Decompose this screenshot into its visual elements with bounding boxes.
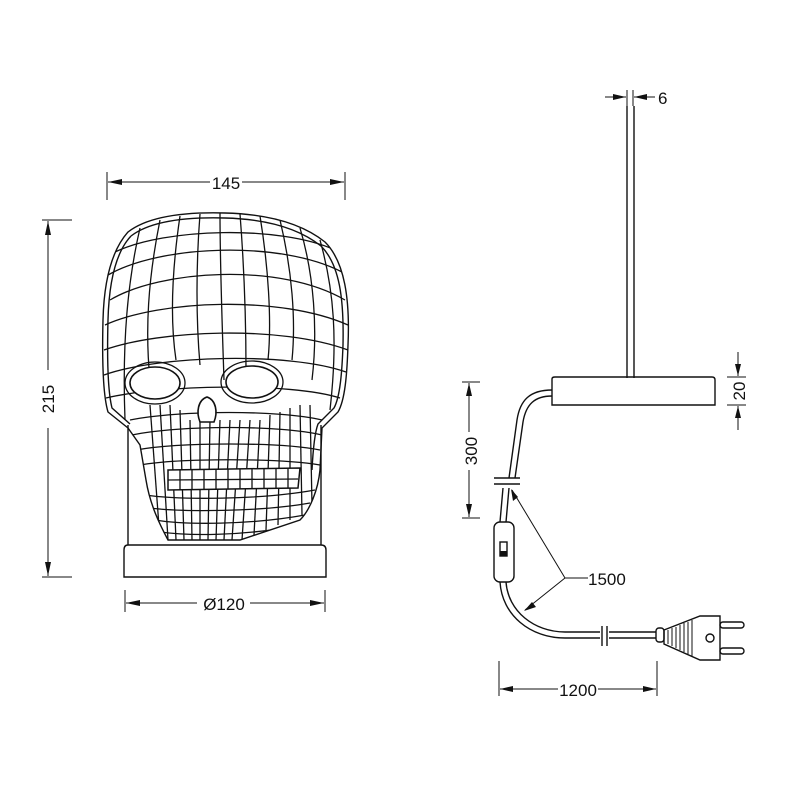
dimension-panel-thickness-label: 6 <box>658 89 667 108</box>
side-view: 6 20 300 <box>462 89 749 700</box>
dimension-height: 215 <box>39 219 72 578</box>
dimension-cable-length: 1500 <box>511 489 626 611</box>
dimension-width-label: 145 <box>212 174 240 193</box>
nose-cavity <box>197 396 217 423</box>
dimension-plug-distance: 1200 <box>498 661 658 700</box>
dimension-height-label: 215 <box>39 385 58 413</box>
left-eye-socket <box>129 366 181 400</box>
dimension-base-height-label: 20 <box>730 382 749 401</box>
dimension-switch-distance: 300 <box>462 381 481 519</box>
side-base <box>551 376 716 406</box>
dimension-base-diameter-label: Ø120 <box>203 595 245 614</box>
front-view: 145 215 Ø120 <box>39 172 350 614</box>
round-base <box>123 544 327 578</box>
dimension-switch-distance-label: 300 <box>462 437 481 465</box>
teeth <box>167 467 301 491</box>
dimension-panel-thickness: 6 <box>605 89 667 108</box>
dimension-base-diameter: Ø120 <box>124 590 326 614</box>
eu-plug <box>655 615 745 661</box>
dimension-base-height: 20 <box>727 352 749 430</box>
right-eye-socket <box>225 365 279 399</box>
dimension-plug-distance-label: 1200 <box>559 681 597 700</box>
dimension-width: 145 <box>106 172 346 200</box>
acrylic-panel <box>626 106 635 378</box>
skull-panel <box>101 212 350 541</box>
inline-switch <box>493 521 515 583</box>
cable <box>494 389 656 646</box>
dimension-cable-length-label: 1500 <box>588 570 626 589</box>
